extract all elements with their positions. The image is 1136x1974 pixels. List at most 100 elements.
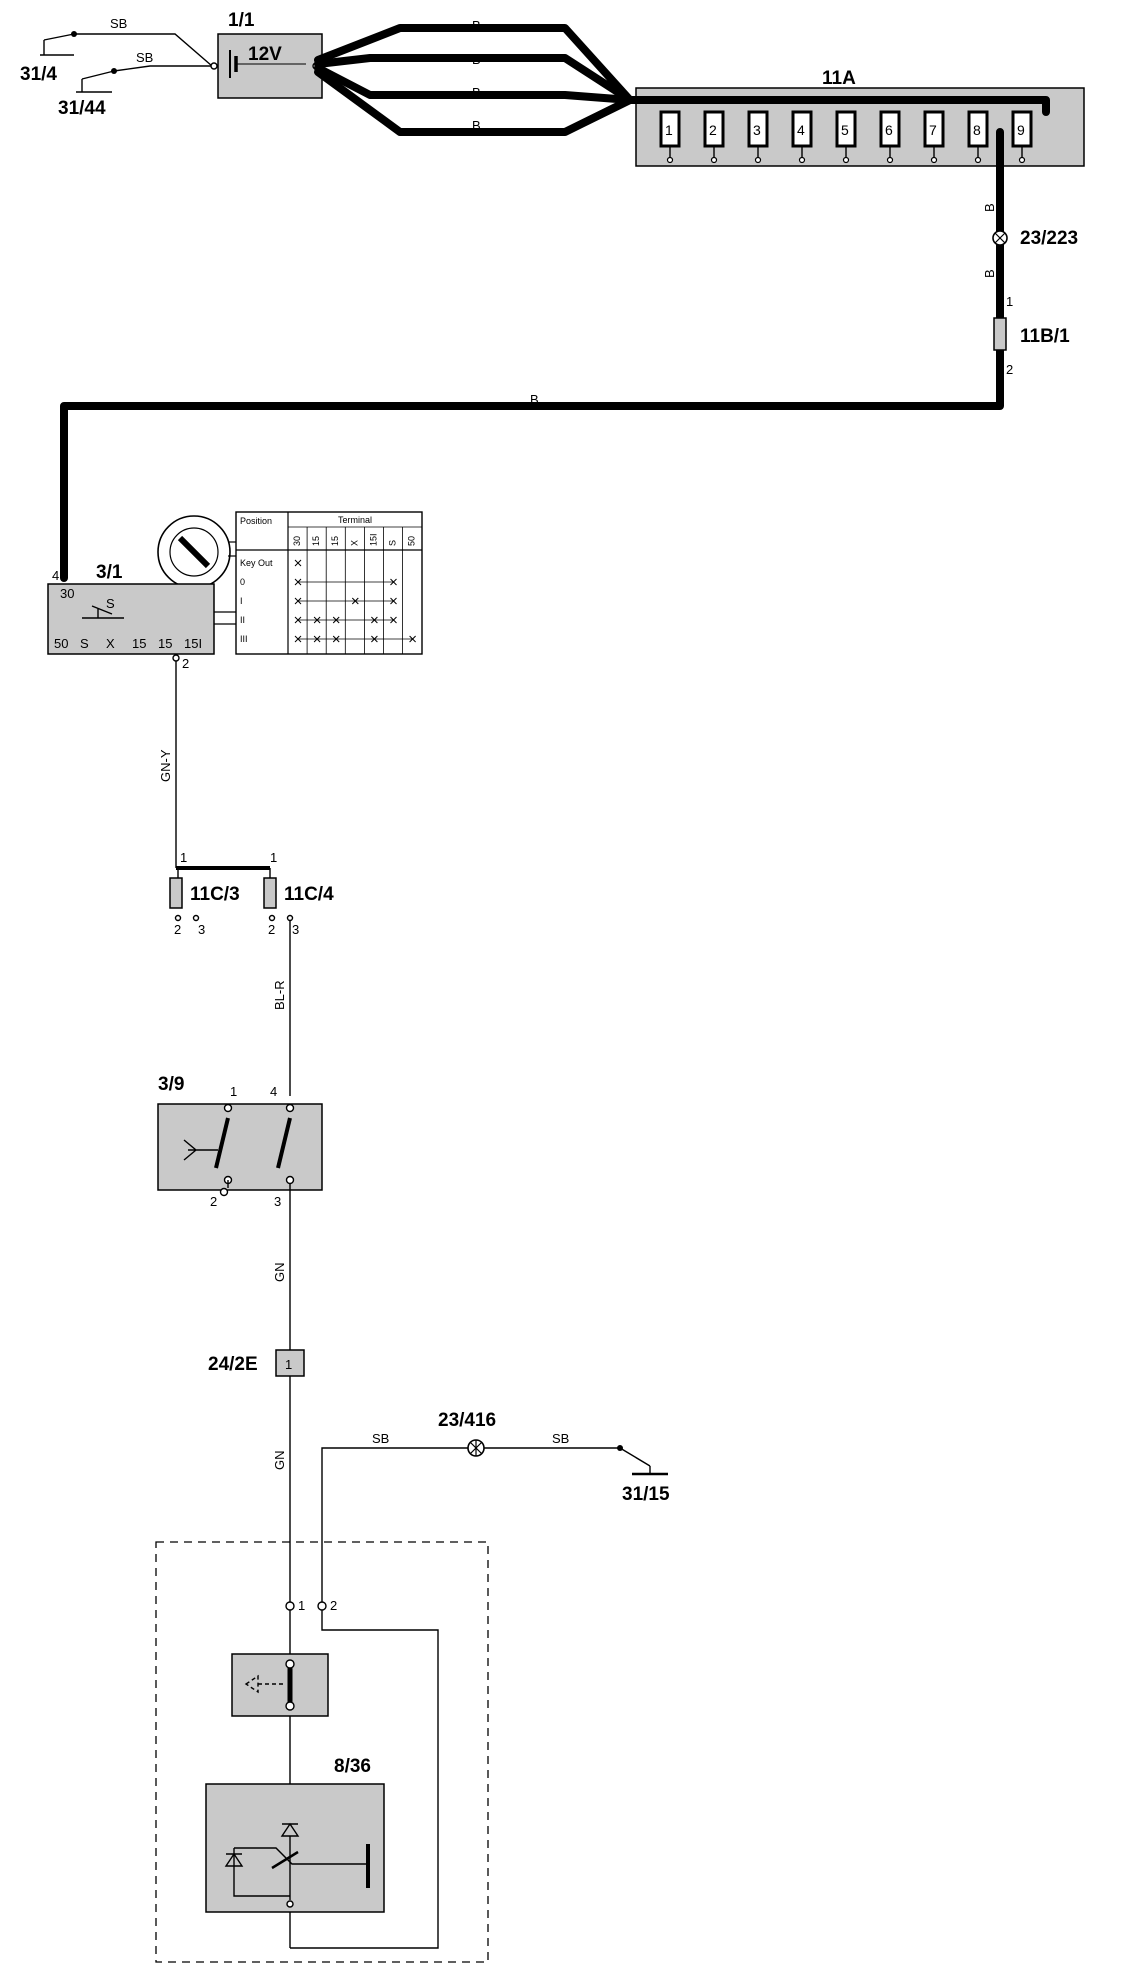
connector-24-2e-label: 24/2E	[208, 1354, 258, 1375]
cable-b-1	[314, 24, 634, 104]
flasher-module-pin-2: 2	[330, 1598, 337, 1613]
cable-b-2	[314, 54, 634, 104]
junction-23-416: 23/416	[438, 1410, 496, 1457]
wire-bl-r-label: BL-R	[272, 980, 287, 1010]
battery-voltage: 12V	[248, 44, 282, 65]
connector-11b-1-label: 11B/1	[1020, 326, 1070, 347]
connector-11c-4-pin-3: 3	[292, 922, 299, 937]
ignition-pin-3: 15	[132, 636, 146, 651]
wire-gn-1-label: GN	[272, 1263, 287, 1283]
connector-11c-4-pin-1: 1	[270, 850, 277, 865]
hazard-switch-pin-3: 3	[274, 1194, 281, 1209]
ignition-id: 3/1	[96, 562, 123, 583]
wire-sb-4-label: SB	[552, 1431, 569, 1446]
hazard-triangle-icon	[183, 1139, 218, 1161]
ignition-pin-2: X	[106, 636, 115, 651]
cable-b-4-label: B	[472, 118, 481, 133]
table-row-4: III	[240, 634, 248, 644]
arrow-icon	[244, 1674, 286, 1694]
ignition-pin-4: 4	[52, 568, 59, 583]
ignition-bottom-pins: 50 S X 15 15 15I	[54, 636, 202, 651]
cable-b-7-label: B	[530, 392, 539, 407]
cable-b-main	[60, 128, 1004, 582]
ground-31-44: 31/44	[58, 68, 117, 119]
table-col-4: 15I	[368, 533, 378, 546]
fuse-label-3: 3	[753, 122, 761, 138]
table-row-3: II	[240, 615, 245, 625]
cable-b-4	[314, 68, 634, 136]
hazard-switch-pin-2: 2	[210, 1194, 217, 1209]
connector-11b-1: 1 2 11B/1	[993, 294, 1070, 377]
table-row-2: I	[240, 596, 243, 606]
ground-31-44-label: 31/44	[58, 98, 106, 119]
fuse-box-id: 11A	[822, 68, 856, 89]
junction-23-223-label: 23/223	[1020, 228, 1078, 249]
table-col-0: 30	[292, 536, 302, 546]
wire-sb-3	[321, 1447, 468, 1602]
connector-11c-4-pin-2: 2	[268, 922, 275, 937]
connector-11c-3-pin-1: 1	[180, 850, 187, 865]
connector-11b-1-pin-2: 2	[1006, 362, 1013, 377]
fuse-label-7: 7	[929, 122, 937, 138]
wire-sb-4	[484, 1447, 651, 1467]
wire-sb-1	[74, 33, 213, 67]
ignition-pin-30: 30	[60, 586, 74, 601]
connector-11c-3: 1 11C/3 2 3	[169, 850, 270, 937]
hazard-switch: 3/9 1 4 2 3	[157, 1074, 323, 1209]
table-col-3: X	[349, 540, 359, 546]
ground-31-4: 31/4	[20, 31, 77, 85]
connector-24-2e-pin: 1	[285, 1357, 292, 1372]
ground-31-15: 31/15	[617, 1445, 670, 1505]
fuse-label-2: 2	[709, 122, 717, 138]
ignition-pin-4: 15	[158, 636, 172, 651]
ignition-pin-5: 15I	[184, 636, 202, 651]
fuse-label-6: 6	[885, 122, 893, 138]
cable-b-6-label: B	[982, 269, 997, 278]
connector-11c-3-pin-2: 2	[174, 922, 181, 937]
fuse-2: 2	[703, 110, 725, 164]
fuse-6: 6	[879, 110, 901, 164]
hazard-switch-pin-1: 1	[230, 1084, 237, 1099]
battery-id: 1/1	[228, 10, 255, 31]
table-col-6: 50	[407, 536, 417, 546]
ignition-pin-1: S	[80, 636, 89, 651]
table-row-1: 0	[240, 577, 245, 587]
wire-sb-1-label: SB	[110, 16, 127, 31]
fuse-label-1: 1	[665, 122, 673, 138]
cable-b-1-label: B	[472, 18, 481, 33]
fuse-box: 11A 1 2 3 4 5 6 7 8 9	[626, 68, 1085, 167]
ignition-pin-0: 50	[54, 636, 68, 651]
wire-sb-3-label: SB	[372, 1431, 389, 1446]
table-col-5: S	[388, 540, 398, 546]
table-marks	[294, 559, 416, 643]
connector-11c-3-label: 11C/3	[190, 884, 240, 905]
fuse-8: 8	[967, 110, 989, 164]
table-header-terminal: Terminal	[338, 515, 372, 525]
flasher-module-id: 8/36	[334, 1756, 371, 1777]
fuse-label-4: 4	[797, 122, 805, 138]
fuse-label-9: 9	[1017, 122, 1025, 138]
fuse-4: 4	[791, 110, 813, 164]
wire-gn-y-label: GN-Y	[158, 749, 173, 782]
table-col-1: 15	[311, 536, 321, 546]
table-columns: 30 15 15 X 15I S 50	[292, 527, 417, 654]
battery: 1/1 12V	[210, 10, 323, 99]
junction-23-416-label: 23/416	[438, 1410, 496, 1431]
fuse-label-5: 5	[841, 122, 849, 138]
cable-b-5-label: B	[982, 203, 997, 212]
ground-31-4-label: 31/4	[20, 64, 57, 85]
fuse-list: 1 2 3 4 5 6 7 8 9	[659, 110, 1033, 164]
fuse-3: 3	[747, 110, 769, 164]
wire-sb-2	[113, 65, 214, 72]
fuse-9: 9	[1011, 110, 1033, 164]
hazard-switch-id: 3/9	[158, 1074, 184, 1095]
cable-b-3	[314, 64, 634, 104]
junction-23-223: 23/223	[992, 228, 1078, 249]
connector-11c-3-pin-3: 3	[198, 922, 205, 937]
fuse-5: 5	[835, 110, 857, 164]
connector-11c-4: 1 11C/4 2 3	[263, 850, 334, 937]
table-col-2: 15	[330, 536, 340, 546]
